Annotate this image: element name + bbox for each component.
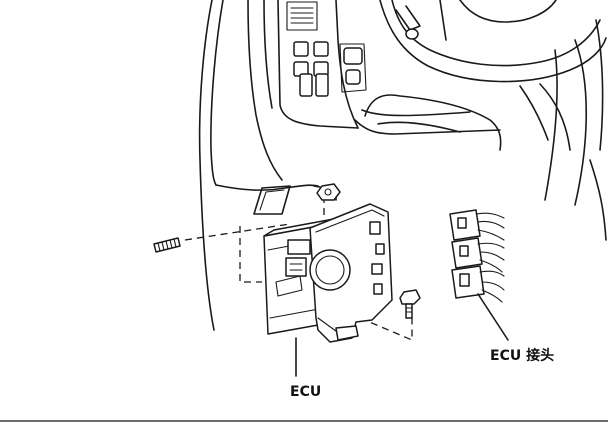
connector-plug: [449, 209, 505, 241]
mounting-nut-top: [316, 183, 341, 201]
mounting-bolt-right: [399, 289, 421, 319]
dashboard-outline: [198, 0, 607, 331]
connector-plug: [451, 237, 505, 273]
connector-plug: [451, 265, 505, 303]
ecu-connectors: [449, 209, 505, 303]
ecu-bracket: [309, 203, 393, 343]
connector-leader-line: [477, 293, 509, 341]
leader-lines: [295, 293, 509, 377]
bottom-divider: [0, 420, 608, 422]
ecu-label: ECU: [290, 384, 322, 400]
steering-wheel: [364, 0, 607, 151]
mounting-bolt-left: [153, 237, 181, 253]
ecu-connector-label: ECU 接头: [490, 348, 555, 364]
center-console: [277, 0, 367, 129]
